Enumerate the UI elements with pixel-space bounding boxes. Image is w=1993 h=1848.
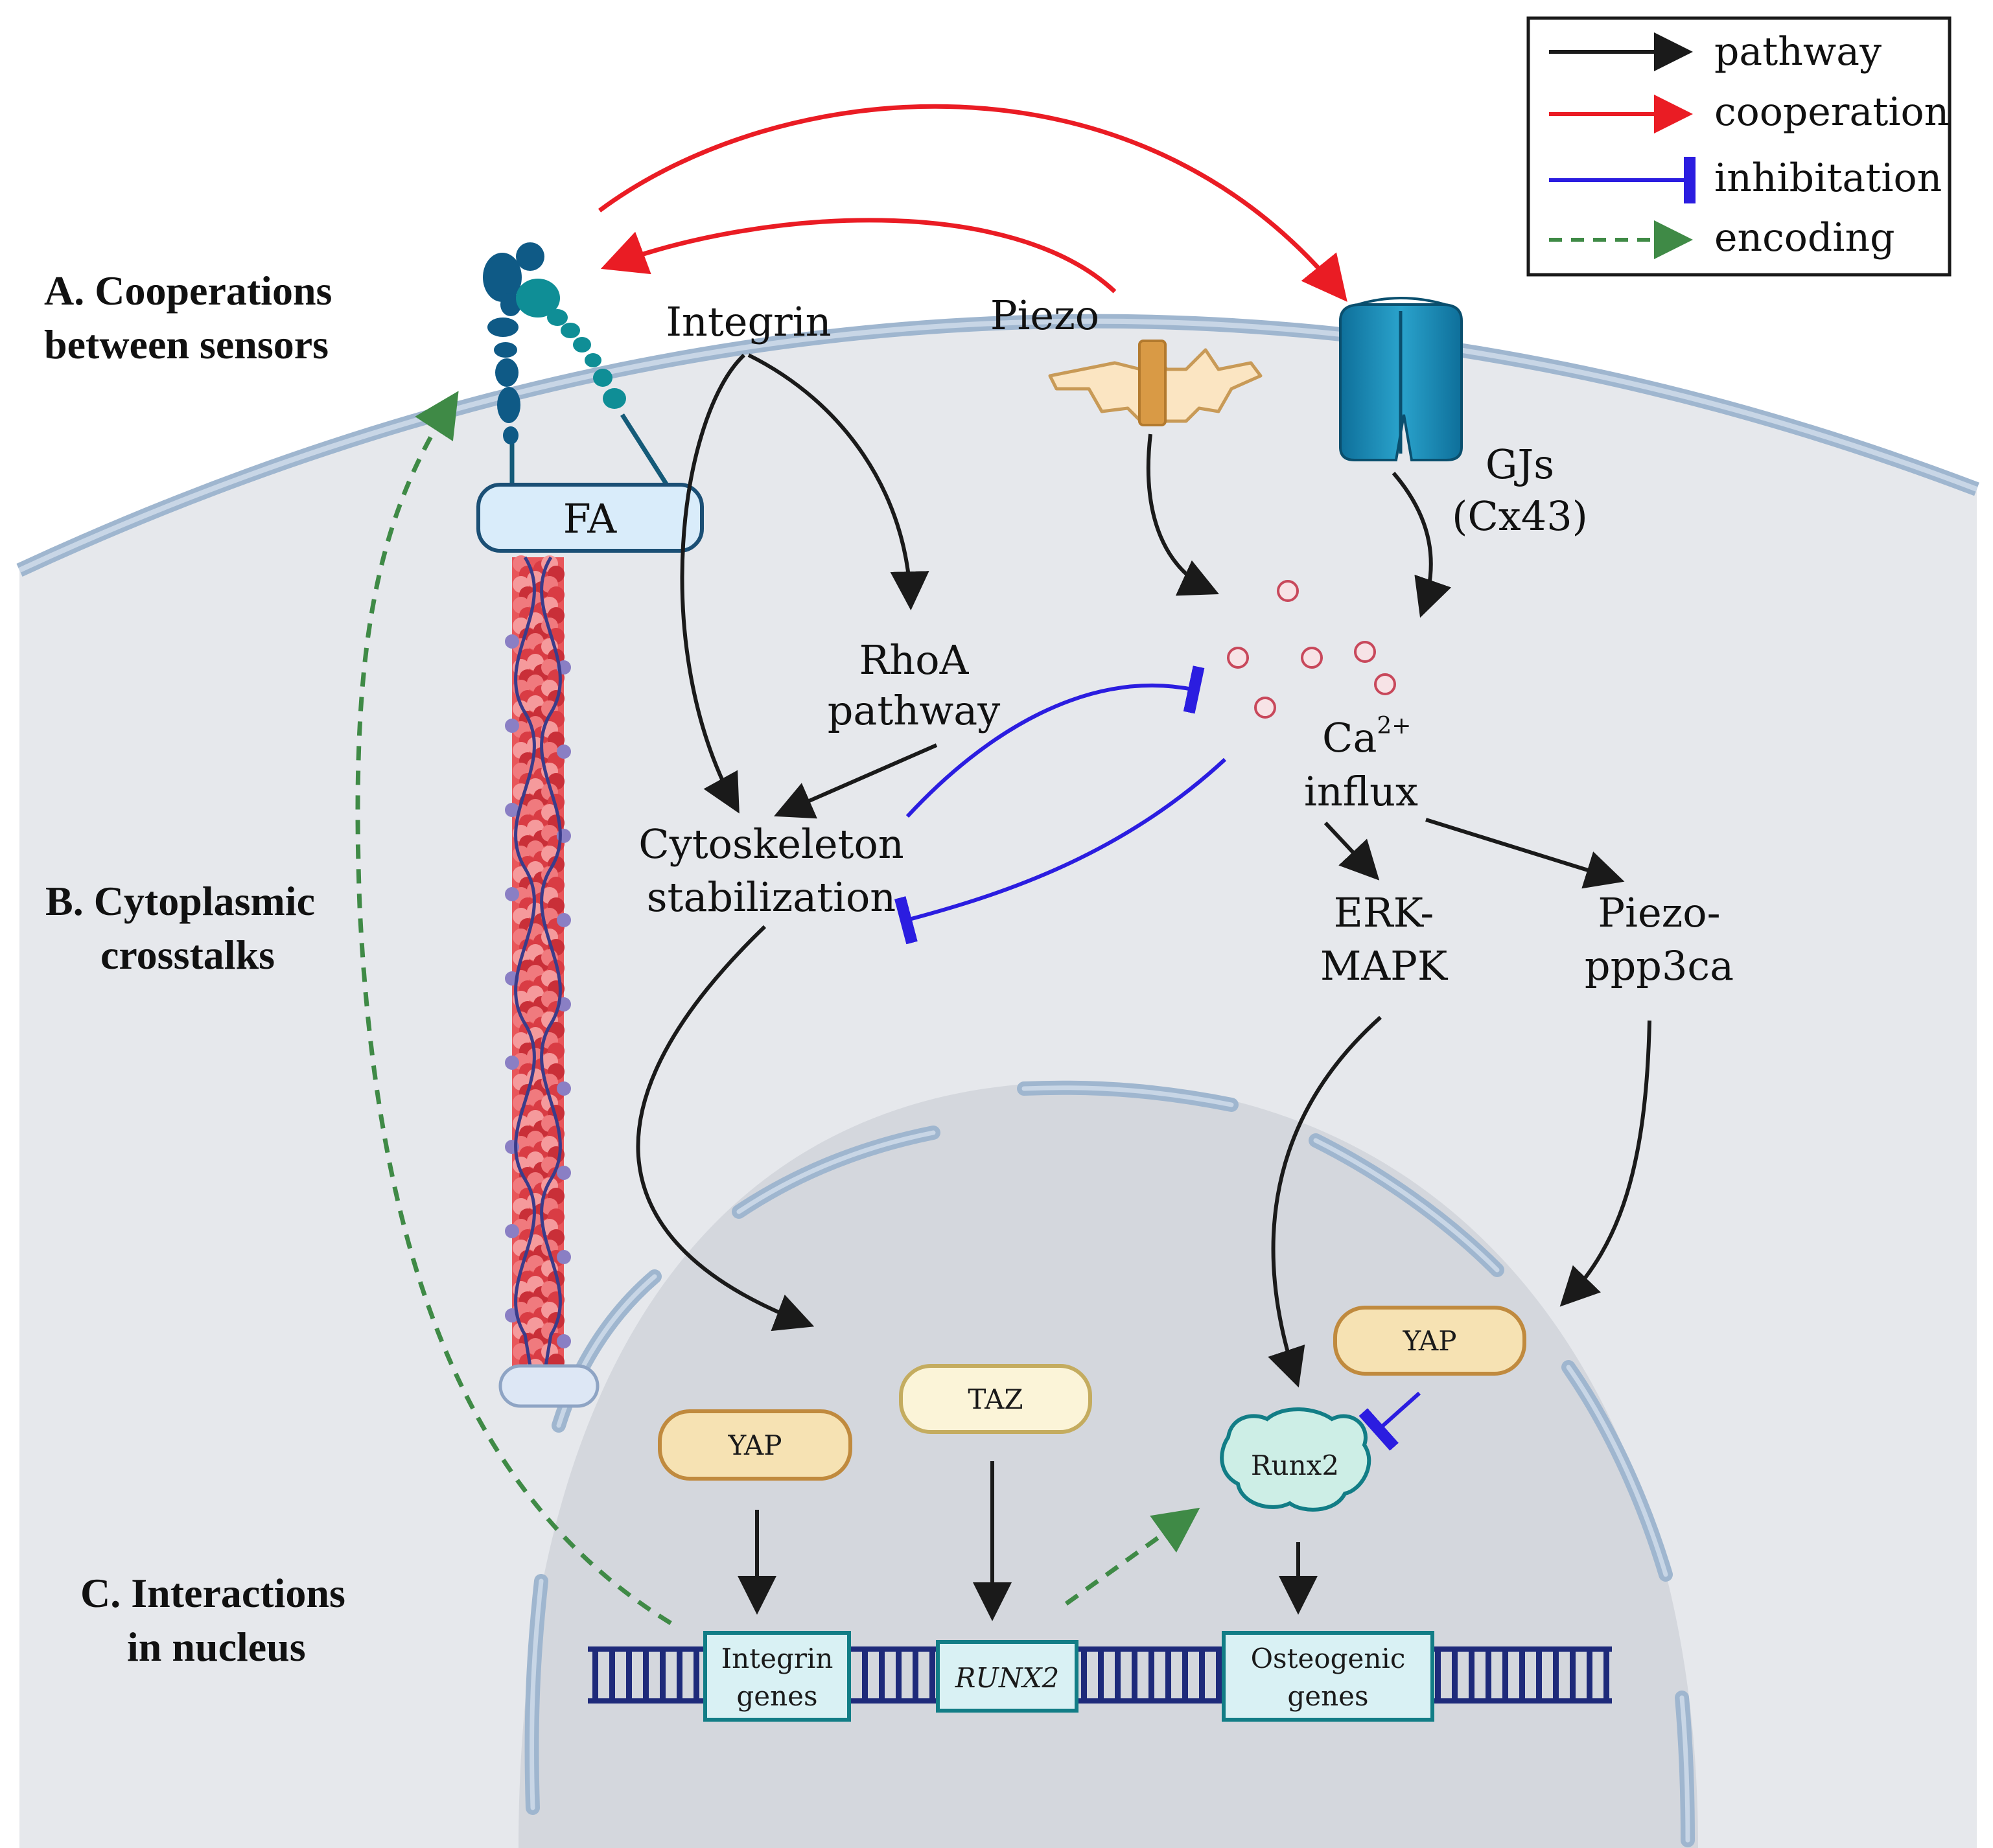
- coop-arrow-piezo-to-integrin: [600, 218, 1117, 294]
- cytoskeleton-label-line2: stabilization: [647, 873, 896, 921]
- legend-item-encoding: encoding: [1549, 215, 1895, 260]
- erk-label-line1: ERK-: [1334, 889, 1434, 936]
- calcium-ions: [1227, 580, 1396, 719]
- runx2-gene-label: RUNX2: [955, 1662, 1059, 1694]
- focal-adhesion-box: FA: [476, 483, 704, 553]
- actin-filament: [498, 555, 600, 1408]
- arrow-cytoskeleton-to-nucleus: [636, 925, 815, 1332]
- influx-label: influx: [1304, 768, 1418, 815]
- yap-left-pill: YAP: [658, 1409, 852, 1481]
- calcium-label: Ca2+: [1322, 713, 1411, 761]
- section-labels: A. Cooperations between sensors B. Cytop…: [44, 268, 345, 1670]
- rhoa-label-line2: pathway: [828, 687, 1001, 734]
- rhoa-label-line1: RhoA: [859, 636, 970, 684]
- calcium-label-base: Ca: [1322, 714, 1377, 761]
- inhibition-arrows: [894, 665, 1421, 1451]
- osteogenic-genes-line1: Osteogenic: [1251, 1643, 1406, 1674]
- encode-runx2-gene-to-runx2: [1064, 1507, 1200, 1606]
- yap-right-label: YAP: [1402, 1325, 1456, 1357]
- encode-integrin-genes-to-integrin: [355, 391, 672, 1625]
- section-a-line1: A. Cooperations: [44, 268, 332, 314]
- legend-item-pathway: pathway: [1549, 29, 1882, 75]
- node-labels: Integrin Piezo GJs (Cx43) RhoA pathway C…: [638, 292, 1734, 989]
- osteogenic-genes-box: Osteogenic genes: [1222, 1631, 1434, 1722]
- arrow-piezo-to-calcium: [1146, 433, 1219, 596]
- cytoskeleton-label-line1: Cytoskeleton: [638, 820, 903, 868]
- integrin-label: Integrin: [666, 298, 831, 345]
- piezo-ppp3ca-label-line2: ppp3ca: [1585, 942, 1734, 989]
- piezo-label: Piezo: [990, 292, 1099, 339]
- yap-right-pill: YAP: [1333, 1306, 1526, 1376]
- integrin-genes-line2: genes: [736, 1680, 817, 1712]
- arrow-rhoa-to-cytoskeleton: [774, 743, 938, 819]
- fa-label: FA: [563, 495, 618, 542]
- erk-label-line2: MAPK: [1320, 942, 1449, 989]
- arrow-gj-to-calcium: [1392, 472, 1452, 618]
- arrow-integrin-to-rhoa: [747, 353, 929, 610]
- legend: pathway cooperation inhibitation encodin…: [1526, 16, 1952, 277]
- calcium-label-sup: 2+: [1377, 713, 1411, 739]
- arrow-erk-to-runx2: [1268, 1015, 1382, 1388]
- legend-item-inhibitation: inhibitation: [1549, 156, 1942, 203]
- section-a-line2: between sensors: [44, 321, 329, 367]
- integrin-genes-box: Integrin genes: [703, 1631, 851, 1722]
- gjs-label-line2: (Cx43): [1452, 492, 1588, 540]
- runx2-protein-label: Runx2: [1251, 1450, 1339, 1481]
- pathway-arrows: [636, 353, 1651, 1621]
- taz-label: TAZ: [968, 1383, 1023, 1415]
- yap-left-label: YAP: [727, 1429, 782, 1461]
- piezo-ppp3ca-label-line1: Piezo-: [1598, 889, 1720, 936]
- legend-cooperation-label: cooperation: [1714, 89, 1949, 135]
- arrow-integrin-to-cytoskeleton: [680, 353, 746, 814]
- legend-box: [1526, 16, 1952, 277]
- section-b-line2: crosstalks: [100, 932, 275, 978]
- piezo-channel-icon: [1048, 340, 1263, 426]
- osteogenic-genes-line2: genes: [1287, 1680, 1368, 1712]
- coop-arrow-integrin-to-gj: [598, 104, 1347, 302]
- encoding-arrows: [355, 391, 1200, 1625]
- integrin-receptor-icon: [483, 242, 670, 492]
- arrow-calcium-to-erk: [1323, 821, 1380, 881]
- runx2-gene-box: RUNX2: [936, 1640, 1078, 1713]
- integrin-genes-line1: Integrin: [721, 1643, 833, 1674]
- inhibit-calcium-to-cytoskeleton: [894, 757, 1227, 945]
- gjs-label-line1: GJs: [1486, 441, 1554, 488]
- arrow-piezo-ppp3ca-to-yap: [1559, 1020, 1651, 1307]
- actin-anchor-cap: [498, 1364, 600, 1408]
- section-c-line2: in nucleus: [127, 1624, 306, 1670]
- legend-encoding-label: encoding: [1714, 215, 1895, 260]
- inhibit-yap-to-runx2: [1358, 1391, 1421, 1451]
- cooperation-arrows: [598, 104, 1347, 302]
- legend-inhibitation-label: inhibitation: [1714, 156, 1942, 201]
- legend-pathway-label: pathway: [1714, 29, 1882, 75]
- taz-pill: TAZ: [899, 1364, 1092, 1434]
- section-c-line1: C. Interactions: [80, 1570, 345, 1616]
- runx2-protein: Runx2: [1220, 1407, 1371, 1512]
- gap-junction-cx43-icon: [1339, 297, 1463, 461]
- legend-item-cooperation: cooperation: [1549, 89, 1949, 135]
- arrow-calcium-to-piezo-ppp3ca: [1425, 818, 1625, 889]
- inhibit-cytoskeleton-to-calcium: [905, 665, 1205, 818]
- section-b-line1: B. Cytoplasmic: [45, 878, 315, 924]
